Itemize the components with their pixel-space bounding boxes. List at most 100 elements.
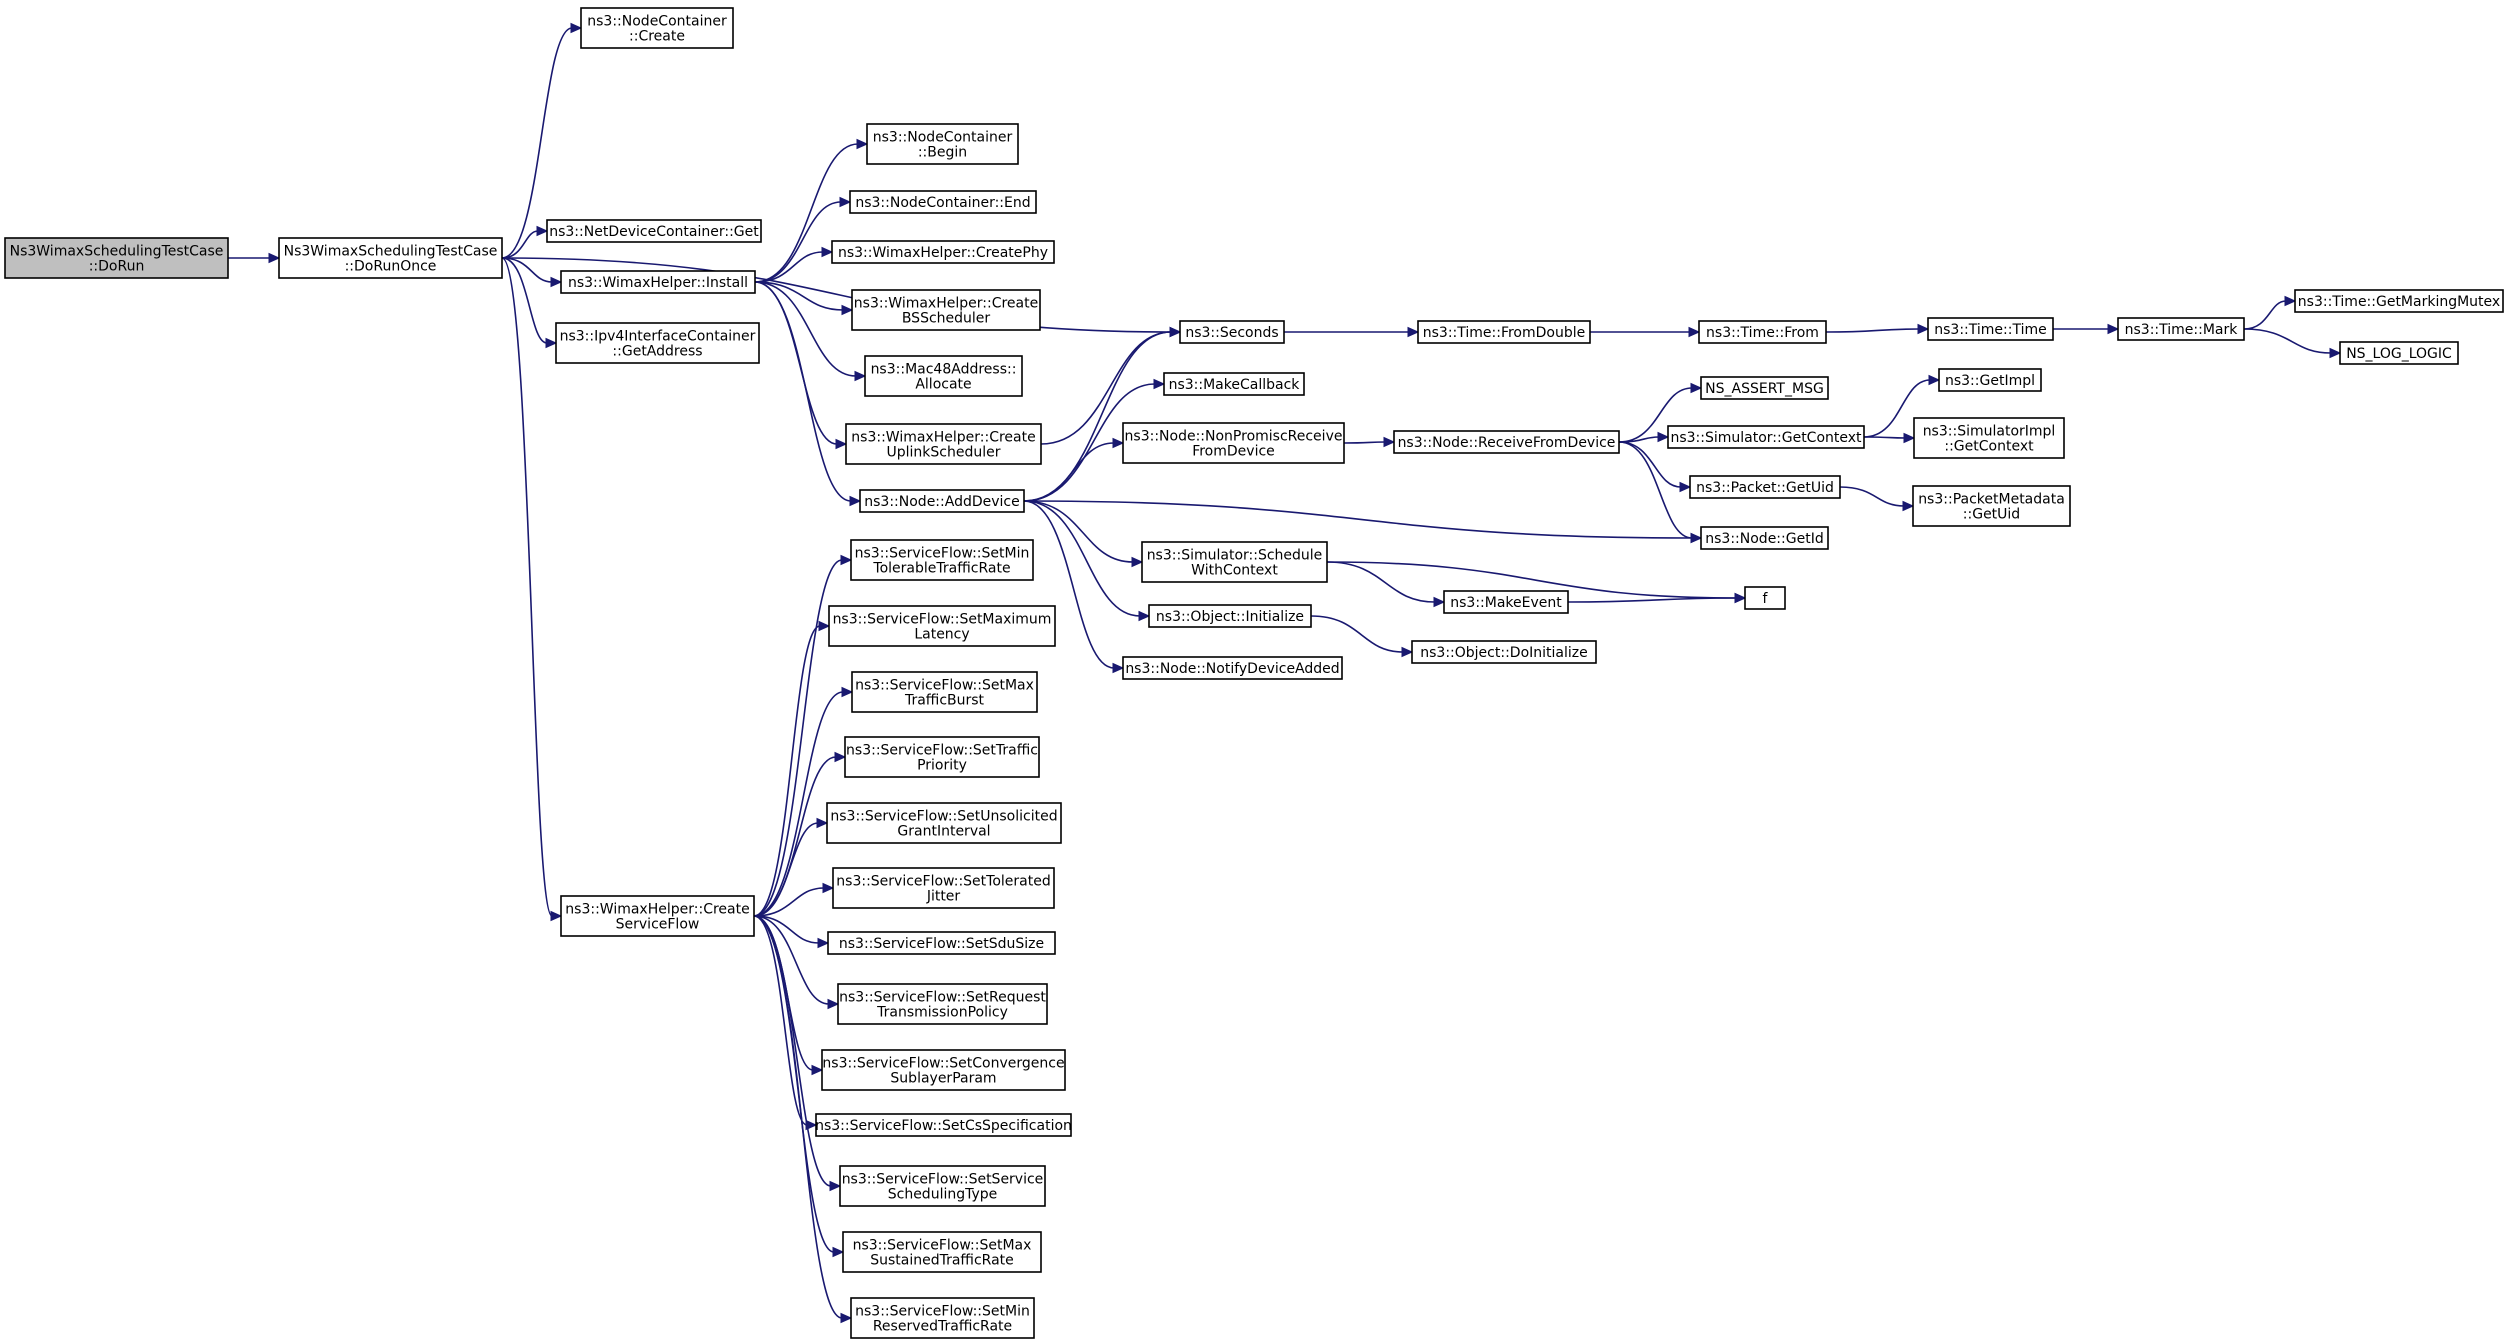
- node-ns3-makeevent[interactable]: ns3::MakeEvent: [1443, 590, 1569, 614]
- node-ns3-packetmetadata-getuid[interactable]: ns3::PacketMetadata::GetUid: [1912, 485, 2071, 527]
- node-ns3-makecallback[interactable]: ns3::MakeCallback: [1163, 372, 1305, 396]
- node-box[interactable]: [1122, 656, 1343, 680]
- node-box[interactable]: [844, 736, 1040, 778]
- node-box[interactable]: [1122, 422, 1345, 464]
- node-box[interactable]: [815, 1113, 1072, 1137]
- node-box[interactable]: [837, 983, 1048, 1025]
- node-box[interactable]: [827, 931, 1056, 955]
- node-box[interactable]: [1148, 604, 1312, 628]
- node-ns3-node-adddevice[interactable]: ns3::Node::AddDevice: [859, 489, 1025, 513]
- node-ns3-serviceflow-setserviceschedulingtype[interactable]: ns3::ServiceFlow::SetServiceSchedulingTy…: [839, 1165, 1046, 1207]
- node-box[interactable]: [849, 190, 1037, 214]
- node-box[interactable]: [1411, 640, 1597, 664]
- node-ns3-nodecontainer-end[interactable]: ns3::NodeContainer::End: [849, 190, 1037, 214]
- node-box[interactable]: [546, 219, 762, 243]
- node-box[interactable]: [1667, 425, 1865, 449]
- node-ns3-node-notifydeviceadded[interactable]: ns3::Node::NotifyDeviceAdded: [1122, 656, 1343, 680]
- node-ns3-object-initialize[interactable]: ns3::Object::Initialize: [1148, 604, 1312, 628]
- node-box[interactable]: [580, 7, 734, 49]
- node-box[interactable]: [851, 671, 1038, 713]
- node-box[interactable]: [851, 289, 1041, 331]
- node-box[interactable]: [1163, 372, 1305, 396]
- node-box[interactable]: [1913, 417, 2065, 459]
- node-box[interactable]: [2339, 341, 2459, 365]
- node-ns3-wimaxhelper-install[interactable]: ns3::WimaxHelper::Install: [560, 270, 756, 294]
- node-box[interactable]: [2117, 317, 2245, 341]
- node-box[interactable]: [859, 489, 1025, 513]
- node-box[interactable]: [1689, 475, 1841, 499]
- node-ns3-serviceflow-setunsolicitedgrantinterval[interactable]: ns3::ServiceFlow::SetUnsolicitedGrantInt…: [826, 802, 1062, 844]
- node-box[interactable]: [828, 605, 1056, 647]
- node-ns3wimaxschedulingtestcase-dorunonce[interactable]: Ns3WimaxSchedulingTestCase::DoRunOnce: [278, 237, 503, 279]
- node-box[interactable]: [555, 322, 760, 364]
- node-ns3-serviceflow-setcsspecification[interactable]: ns3::ServiceFlow::SetCsSpecification: [815, 1113, 1072, 1137]
- node-ns3-time-from[interactable]: ns3::Time::From: [1698, 320, 1827, 344]
- node-box[interactable]: [4, 237, 229, 279]
- node-ns3-object-doinitialize[interactable]: ns3::Object::DoInitialize: [1411, 640, 1597, 664]
- node-box[interactable]: [1700, 526, 1829, 550]
- node-box[interactable]: [1698, 320, 1827, 344]
- node-ns3-serviceflow-setsdusize[interactable]: ns3::ServiceFlow::SetSduSize: [827, 931, 1056, 955]
- node-ns3-ipv4interfacecontainer-getaddress[interactable]: ns3::Ipv4InterfaceContainer::GetAddress: [555, 322, 760, 364]
- node-ns3-mac48address-allocate[interactable]: ns3::Mac48Address::Allocate: [864, 355, 1023, 397]
- node-box[interactable]: [821, 1049, 1066, 1091]
- node-box[interactable]: [864, 355, 1023, 397]
- node-ns3-time-fromdouble[interactable]: ns3::Time::FromDouble: [1417, 320, 1591, 344]
- node-box[interactable]: [1393, 430, 1620, 454]
- node-ns-assert-msg[interactable]: NS_ASSERT_MSG: [1700, 376, 1829, 400]
- node-ns3wimaxschedulingtestcase-dorun[interactable]: Ns3WimaxSchedulingTestCase::DoRun: [4, 237, 229, 279]
- node-ns3-serviceflow-setmaxsustainedtrafficrate[interactable]: ns3::ServiceFlow::SetMaxSustainedTraffic…: [842, 1231, 1042, 1273]
- node-box[interactable]: [850, 1297, 1035, 1339]
- node-ns3-serviceflow-setconvergencesublayerparam[interactable]: ns3::ServiceFlow::SetConvergenceSublayer…: [821, 1049, 1066, 1091]
- node-box[interactable]: [1141, 541, 1328, 583]
- node-ns3-node-receivefromdevice[interactable]: ns3::Node::ReceiveFromDevice: [1393, 430, 1620, 454]
- node-box[interactable]: [866, 123, 1019, 165]
- node-box[interactable]: [850, 539, 1034, 581]
- node-ns3-time-time[interactable]: ns3::Time::Time: [1927, 317, 2054, 341]
- node-ns3-netdevicecontainer-get[interactable]: ns3::NetDeviceContainer::Get: [546, 219, 762, 243]
- node-box[interactable]: [1179, 320, 1285, 344]
- node-ns3-wimaxhelper-createphy[interactable]: ns3::WimaxHelper::CreatePhy: [831, 240, 1055, 264]
- node-box[interactable]: [845, 423, 1042, 465]
- node-box[interactable]: [842, 1231, 1042, 1273]
- node-box[interactable]: [1417, 320, 1591, 344]
- node-ns3-serviceflow-setminreservedtrafficrate[interactable]: ns3::ServiceFlow::SetMinReservedTrafficR…: [850, 1297, 1035, 1339]
- node-box[interactable]: [560, 895, 755, 937]
- node-ns3-simulatorimpl-getcontext[interactable]: ns3::SimulatorImpl::GetContext: [1913, 417, 2065, 459]
- node-ns3-serviceflow-setrequesttransmissionpolicy[interactable]: ns3::ServiceFlow::SetRequestTransmission…: [837, 983, 1048, 1025]
- node-ns3-nodecontainer-begin[interactable]: ns3::NodeContainer::Begin: [866, 123, 1019, 165]
- node-box[interactable]: [832, 867, 1055, 909]
- node-box[interactable]: [839, 1165, 1046, 1207]
- node-box[interactable]: [831, 240, 1055, 264]
- node-box[interactable]: [278, 237, 503, 279]
- node-ns3-getimpl[interactable]: ns3::GetImpl: [1938, 368, 2042, 392]
- node-box[interactable]: [1443, 590, 1569, 614]
- node-box[interactable]: [1700, 376, 1829, 400]
- node-ns3-time-mark[interactable]: ns3::Time::Mark: [2117, 317, 2245, 341]
- node-ns3-seconds[interactable]: ns3::Seconds: [1179, 320, 1285, 344]
- node-box[interactable]: [1927, 317, 2054, 341]
- node-f[interactable]: f: [1744, 586, 1786, 610]
- node-ns3-serviceflow-setmintolerabletrafficrate[interactable]: ns3::ServiceFlow::SetMinTolerableTraffic…: [850, 539, 1034, 581]
- node-box[interactable]: [2294, 289, 2504, 313]
- node-box[interactable]: [826, 802, 1062, 844]
- node-ns-log-logic[interactable]: NS_LOG_LOGIC: [2339, 341, 2459, 365]
- node-ns3-simulator-getcontext[interactable]: ns3::Simulator::GetContext: [1667, 425, 1865, 449]
- node-box[interactable]: [1744, 586, 1786, 610]
- node-box[interactable]: [1912, 485, 2071, 527]
- node-ns3-nodecontainer-create[interactable]: ns3::NodeContainer::Create: [580, 7, 734, 49]
- node-ns3-time-getmarkingmutex[interactable]: ns3::Time::GetMarkingMutex: [2294, 289, 2504, 313]
- node-ns3-packet-getuid[interactable]: ns3::Packet::GetUid: [1689, 475, 1841, 499]
- node-box[interactable]: [560, 270, 756, 294]
- node-ns3-node-getid[interactable]: ns3::Node::GetId: [1700, 526, 1829, 550]
- node-box[interactable]: [1938, 368, 2042, 392]
